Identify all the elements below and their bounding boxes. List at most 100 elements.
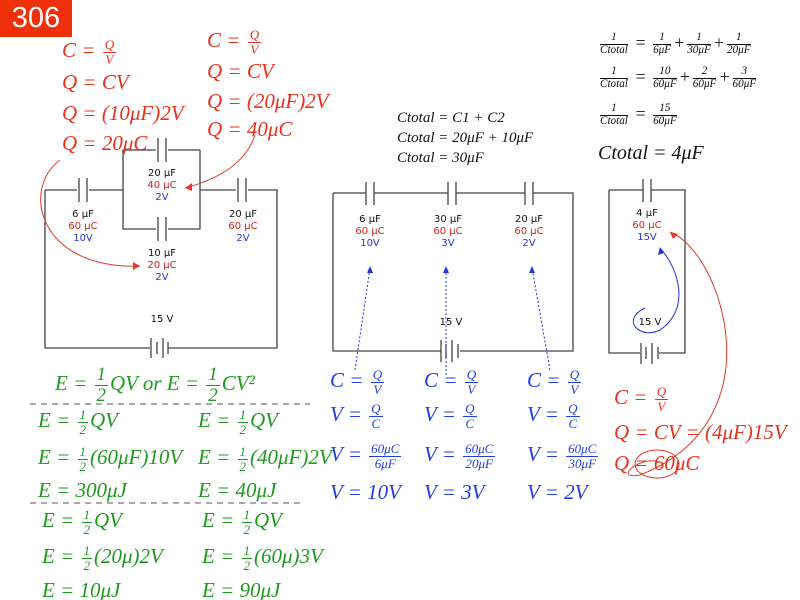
battery-label-2: 15 V bbox=[426, 317, 476, 329]
charge-value: 40 μC bbox=[147, 180, 177, 191]
battery-voltage: 15 V bbox=[439, 317, 463, 328]
frac-den: C bbox=[465, 415, 475, 431]
arrow-blue-1 bbox=[354, 267, 371, 371]
frac-num: 1 bbox=[726, 31, 751, 45]
frac-num: 1 bbox=[94, 364, 108, 386]
frac-num: 1 bbox=[81, 507, 93, 523]
cap-value: 20 μF bbox=[514, 214, 544, 225]
frac-num: 1 bbox=[237, 444, 249, 460]
capacitor-10uF bbox=[157, 217, 167, 241]
frac-den: 60μF bbox=[653, 77, 677, 90]
frac-den: 20μF bbox=[726, 43, 751, 56]
green-e-10uJ: E = 10μJ bbox=[42, 578, 121, 600]
frac-num: 1 bbox=[600, 65, 628, 79]
frac-num: 10 bbox=[653, 65, 677, 79]
frac-num: 60μC bbox=[369, 441, 402, 457]
frac-den: 6μF bbox=[374, 455, 396, 471]
cap-value: 10 μF bbox=[147, 248, 177, 259]
eq-q-20uf: Q = (20μF)2V bbox=[207, 89, 329, 113]
frac-den: 2 bbox=[243, 557, 251, 573]
result: V = 10V bbox=[330, 480, 401, 504]
frac-den: 2 bbox=[83, 521, 91, 537]
frac-num: 1 bbox=[687, 31, 711, 45]
eq-text: (20μ)2V bbox=[94, 544, 163, 568]
frac-num: 1 bbox=[206, 364, 220, 386]
battery-voltage: 15 V bbox=[150, 314, 174, 325]
battery-2 bbox=[440, 340, 459, 362]
voltage-value: 2V bbox=[522, 238, 536, 249]
slide-number-badge: 306 bbox=[0, 0, 72, 37]
capacitor-20uF-top bbox=[157, 138, 167, 162]
result: V = 2V bbox=[527, 480, 588, 504]
charge-value: 60 μC bbox=[228, 221, 258, 232]
capacitor-20uF-2 bbox=[524, 182, 534, 205]
frac-num: Q bbox=[247, 27, 262, 43]
arrow-60uC bbox=[627, 231, 728, 477]
eq-text: C = bbox=[527, 368, 566, 392]
frac-den: V bbox=[467, 381, 476, 397]
arrowhead-blue-2 bbox=[443, 266, 449, 273]
frac-den: 60μF bbox=[653, 114, 677, 127]
frac-den: 20μF bbox=[465, 455, 493, 471]
charge-value: 60 μC bbox=[514, 226, 544, 237]
battery-label-3: 15 V bbox=[625, 317, 675, 329]
eq-text: V = bbox=[330, 442, 368, 466]
arrowhead-blue-spiral bbox=[658, 247, 664, 255]
frac-den: V bbox=[250, 41, 259, 57]
eq-text: C = bbox=[62, 38, 101, 62]
frac-den: V bbox=[657, 398, 666, 414]
arrow-blue-spiral bbox=[632, 247, 680, 334]
frac-den: 2 bbox=[239, 458, 247, 474]
eq-q-60uc: Q = 60μC bbox=[614, 451, 699, 476]
eq-text: C = bbox=[614, 385, 653, 409]
circuit1-wires bbox=[44, 149, 278, 349]
eq-text: QV bbox=[254, 508, 283, 532]
frac-num: Q bbox=[567, 367, 582, 383]
eq-text: E = bbox=[202, 508, 240, 532]
eq-sign: = bbox=[634, 66, 647, 87]
arrowhead-60uC bbox=[670, 232, 678, 239]
eq-text: E = bbox=[42, 508, 80, 532]
capacitor-20uF-right bbox=[237, 178, 247, 202]
cap-value: 6 μF bbox=[359, 214, 381, 225]
battery-1 bbox=[150, 338, 169, 358]
frac-num: 1 bbox=[600, 102, 628, 116]
eq-text: V = bbox=[424, 442, 462, 466]
frac-num: 1 bbox=[241, 507, 253, 523]
eq-q-cv: Q = CV bbox=[62, 70, 129, 94]
frac-den: 30μF bbox=[687, 43, 711, 56]
frac-num: 3 bbox=[732, 65, 757, 79]
eq-sign: = bbox=[634, 32, 647, 53]
frac-den: Ctotal bbox=[600, 77, 628, 90]
circuit2-wires bbox=[332, 192, 574, 352]
green-e-300uJ: E = 300μJ bbox=[38, 478, 127, 502]
arrowhead-20uC bbox=[133, 262, 140, 270]
charge-value: 60 μC bbox=[632, 220, 662, 231]
frac-den: 2 bbox=[79, 421, 87, 437]
frac-den: Ctotal bbox=[600, 114, 628, 127]
circuit3-wires bbox=[608, 189, 686, 354]
eq-sign: = bbox=[634, 103, 647, 124]
plus: + bbox=[718, 66, 731, 87]
cap-value: 30 μF bbox=[433, 214, 463, 225]
charge-value: 60 μC bbox=[355, 226, 385, 237]
